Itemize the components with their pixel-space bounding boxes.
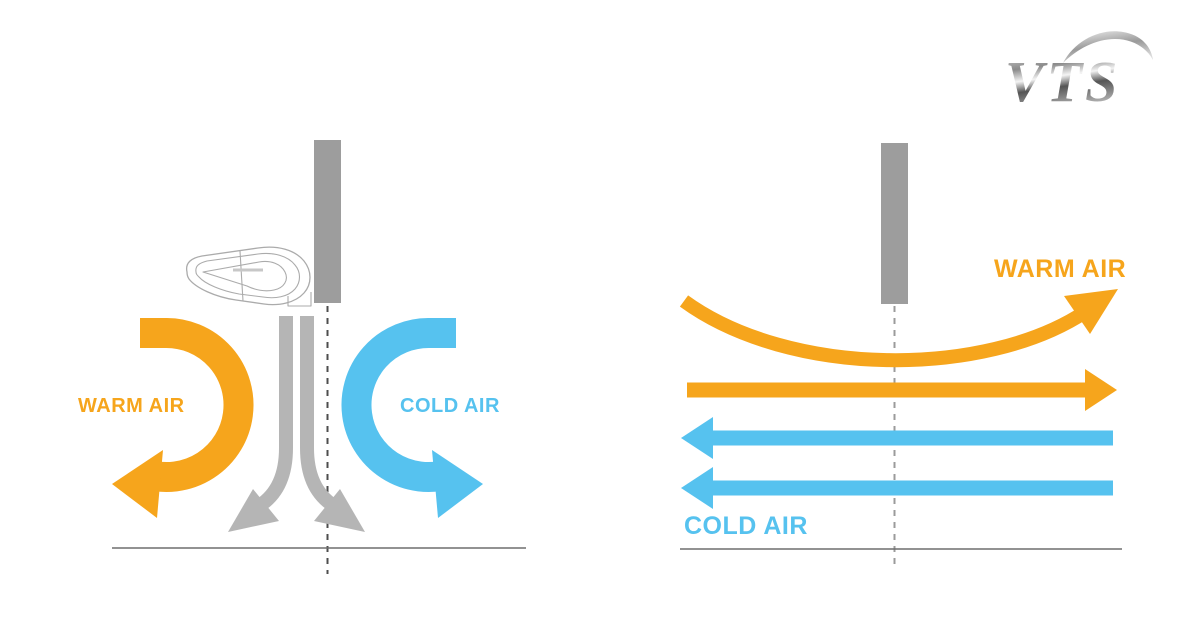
- curtain-stream-right: [300, 316, 339, 512]
- air-curtain-unit-fan-scroll: [202, 260, 287, 292]
- right-diagram: [679, 143, 1122, 568]
- vts-logo: VTS: [1005, 31, 1153, 114]
- cold-air-arrow-2: [681, 467, 1113, 509]
- warm-air-arc-arrow: [112, 317, 254, 518]
- label-cold-air-left: COLD AIR: [400, 395, 500, 417]
- warm-air-arc: [140, 317, 254, 492]
- cold-air-arrow-1: [681, 417, 1113, 459]
- warm-air-curve-arrowhead: [1064, 289, 1118, 334]
- left-diagram: [112, 140, 526, 574]
- curtain-air-streams: [228, 316, 365, 532]
- air-curtain-unit-inner-shell: [195, 252, 301, 299]
- curtain-stream-left-arrowhead: [228, 489, 279, 532]
- warm-air-curve: [679, 295, 1089, 368]
- right-wall-bar: [881, 143, 908, 304]
- warm-air-curved-arrow: [679, 289, 1118, 368]
- air-curtain-unit-outer-shell: [185, 246, 311, 306]
- cold-air-arrowhead-1: [681, 417, 713, 459]
- curtain-stream-left: [254, 316, 293, 512]
- warm-air-straight-arrow: [687, 369, 1117, 411]
- warm-air-arc-arrowhead: [112, 450, 163, 518]
- cold-air-arc-arrowhead: [432, 450, 483, 518]
- air-curtain-unit-drawing: [185, 246, 312, 307]
- air-curtain-unit-mounting-foot: [287, 292, 312, 307]
- left-wall-bar: [314, 140, 341, 303]
- label-cold-air-right: COLD AIR: [684, 512, 808, 540]
- cold-air-arrowhead-2: [681, 467, 713, 509]
- warm-air-straight-arrowhead: [1085, 369, 1117, 411]
- cold-air-arc-arrow: [341, 317, 483, 518]
- vts-logo-swoosh: [1063, 31, 1153, 63]
- label-warm-air-right: WARM AIR: [994, 255, 1127, 283]
- vts-logo-text: VTS: [1005, 49, 1120, 114]
- air-curtain-unit-section-line: [239, 250, 244, 302]
- cold-air-arc: [341, 317, 456, 492]
- label-warm-air-left: WARM AIR: [78, 395, 185, 417]
- curtain-stream-right-arrowhead: [314, 489, 365, 532]
